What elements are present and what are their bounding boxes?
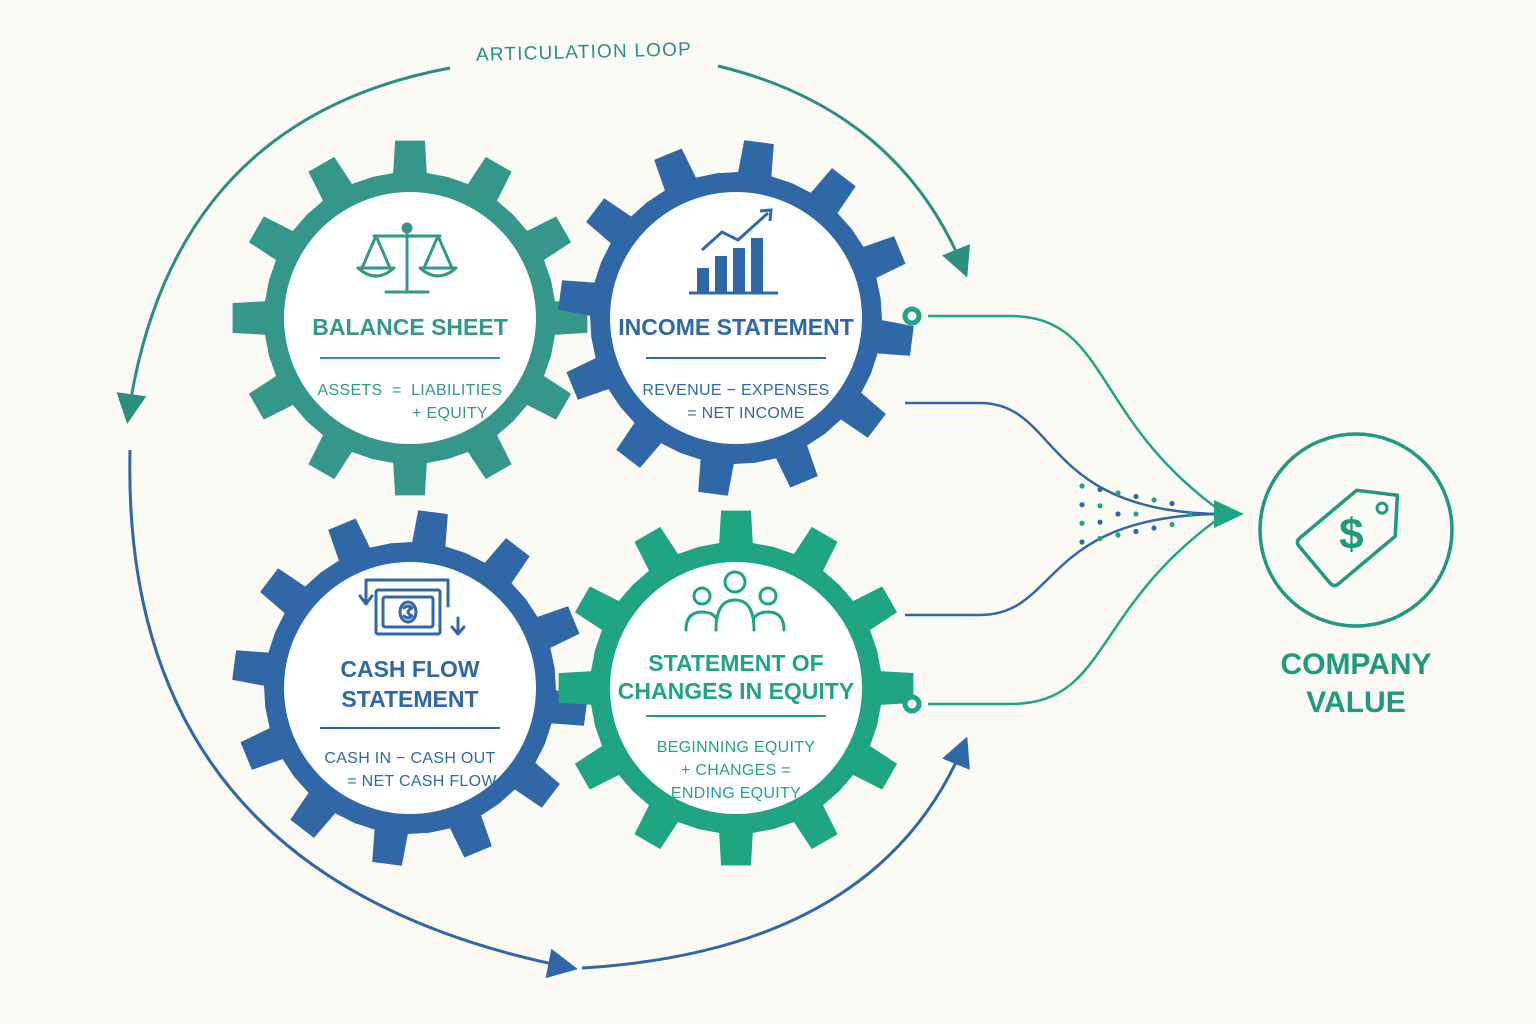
balance-sheet-title: BALANCE SHEET [312,314,508,340]
funnel-dot [1151,525,1157,531]
gear-face [610,192,862,444]
company-value-badge: $ [1258,432,1454,628]
balance-scale-icon [356,222,458,294]
cash-cycle-icon [358,578,466,636]
funnel-dot [1169,500,1175,507]
income-statement-title: INCOME STATEMENT [618,314,854,340]
gear-separators [320,357,826,729]
income-statement-equation-line1: REVENUE − EXPENSES [642,382,830,399]
balance-sheet-gear [232,140,588,496]
connector-line-1 [928,314,1226,516]
funnel-dot [1115,532,1121,538]
funnel-dot [1133,511,1139,517]
equity-equation-line2: + CHANGES = [680,762,791,779]
income-statement-gear [558,140,914,496]
loop-arc-top-right [717,64,970,278]
company-value-line1: COMPANY [1280,648,1432,681]
cash-flow-gear [232,510,588,866]
loop-arc-bottom-right [581,736,970,970]
people-group-icon [684,570,786,632]
balance-sheet-equation-line2: + EQUITY [412,405,488,422]
connector-line-3 [905,512,1226,617]
equity-gear [558,510,914,866]
funnel-dot [1115,490,1121,496]
funnel-dot [1097,503,1103,509]
income-statement-equation-line2: = NET INCOME [687,405,805,422]
funnel-dot [1079,502,1085,508]
funnel-dot [1079,520,1085,526]
articulation-loop [116,64,970,979]
funnel-dot [1169,521,1175,528]
equity-equation-line3: ENDING EQUITY [670,785,802,802]
funnel-dot [1097,486,1103,493]
connector-dot-income [902,306,922,326]
funnel-connectors [902,306,1244,714]
cash-flow-title-line2: STATEMENT [341,686,479,712]
gear-face [610,562,862,814]
connector-dot-equity [902,694,922,714]
funnel-dot [1187,511,1193,517]
svg-text:$: $ [1339,510,1363,559]
funnel-dots [1079,483,1193,545]
funnel-dot [1079,539,1085,545]
connector-line-2 [905,401,1226,516]
cash-flow-equation-line1: CASH IN − CASH OUT [324,750,496,767]
connector-line-4 [928,512,1226,706]
funnel-dot [1097,535,1103,542]
equity-title-line1: STATEMENT OF [648,650,824,676]
funnel-dot [1097,519,1103,525]
price-tag-dollar-icon: $ [1295,488,1400,588]
funnel-dot [1115,511,1121,517]
balance-sheet-equation-line1: ASSETS = LIABILITIES [317,382,503,399]
loop-arc-top-left [116,66,451,424]
funnel-dot [1133,528,1139,535]
loop-arc-left-bottom [128,449,578,979]
funnel-dot [1151,497,1157,503]
connector-arrowhead [1214,500,1244,528]
growth-chart-icon [689,208,778,295]
funnel-dot [1133,493,1139,500]
company-value-line2: VALUE [1306,686,1406,719]
gear-face [284,562,536,814]
funnel-dot [1079,483,1085,489]
cash-flow-equation-line2: = NET CASH FLOW [347,773,497,790]
cash-flow-title-line1: CASH FLOW [340,656,480,682]
equity-title-line2: CHANGES IN EQUITY [617,678,855,704]
equity-equation-line1: BEGINNING EQUITY [656,739,816,756]
gear-face [284,192,536,444]
